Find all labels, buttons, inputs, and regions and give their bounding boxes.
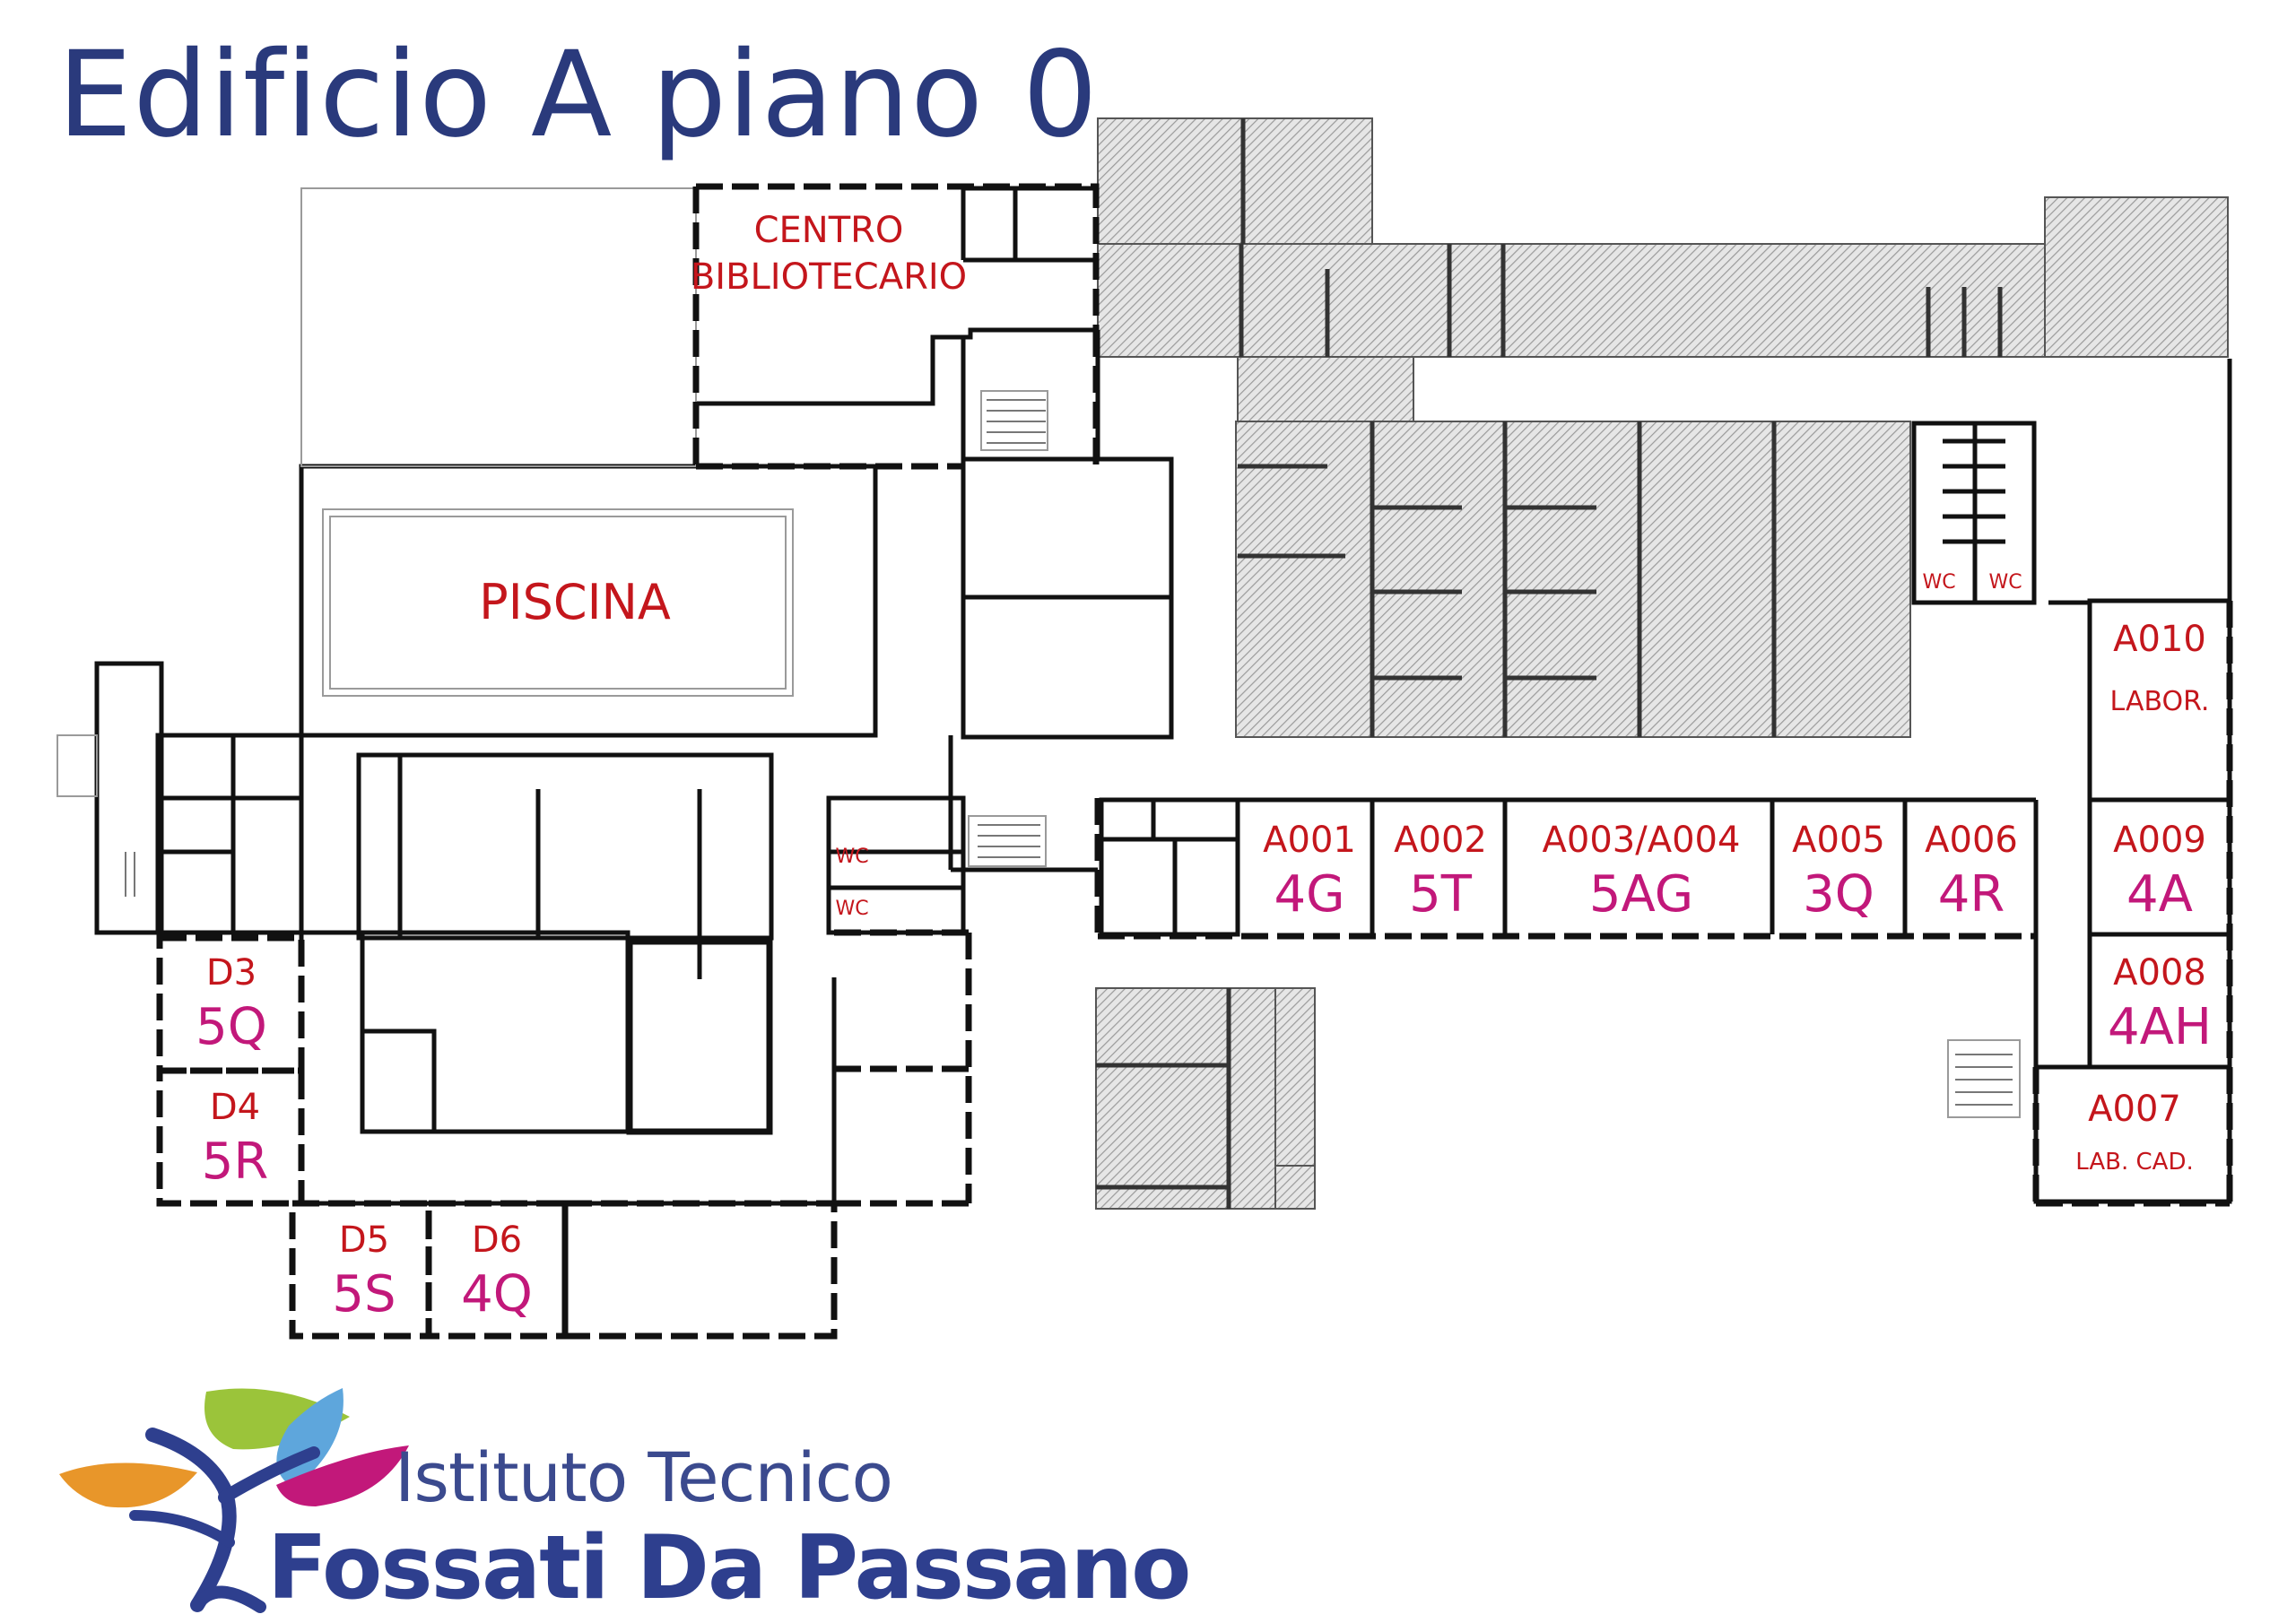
room-labels: CENTRO BIBLIOTECARIO PISCINA WC WC WC WC…	[196, 210, 2212, 1324]
hatched-block-east	[2044, 196, 2229, 358]
hatched-block-corridor	[1097, 243, 2229, 358]
class-label-4r: 4R	[1938, 865, 2005, 924]
tree-leaves-logo-icon	[59, 1388, 409, 1613]
hatched-block-link	[1237, 356, 1414, 422]
room-code-d4: D4	[210, 1087, 260, 1128]
room-note-a007: LAB. CAD.	[2075, 1149, 2193, 1176]
thin-outlines	[57, 187, 2021, 1118]
room-code-a009: A009	[2113, 820, 2206, 861]
class-label-5r: 5R	[202, 1133, 269, 1191]
room-note-a010: LABOR.	[2110, 686, 2210, 717]
dashed-walls	[156, 183, 2233, 1340]
room-code-a005: A005	[1792, 820, 1885, 861]
room-code-d3: D3	[206, 952, 257, 994]
wc-label: WC	[1988, 571, 2022, 594]
wc-label: WC	[835, 898, 868, 920]
class-label-4g: 4G	[1274, 865, 1344, 924]
hatched-block-labs	[1235, 421, 1911, 738]
class-label-5ag: 5AG	[1589, 865, 1693, 924]
hatched-inner-walls	[1096, 118, 2003, 1209]
room-code-a001: A001	[1263, 820, 1356, 861]
class-label-3q: 3Q	[1803, 865, 1874, 924]
library-label-line1: CENTRO	[754, 210, 904, 251]
open-courtyard	[300, 187, 697, 467]
class-label-4a: 4A	[2126, 865, 2193, 924]
library-label-line2: BIBLIOTECARIO	[691, 256, 967, 298]
room-code-a006: A006	[1925, 820, 2018, 861]
class-label-5t: 5T	[1409, 865, 1473, 924]
class-label-4q: 4Q	[461, 1265, 533, 1324]
room-code-d6: D6	[472, 1219, 522, 1261]
class-label-5s: 5S	[332, 1265, 396, 1324]
pool-label: PISCINA	[479, 574, 671, 630]
page-title: Edificio A piano 0	[57, 26, 1099, 164]
hatched-areas	[1095, 117, 2229, 1210]
hatched-block-south-ext	[1274, 987, 1316, 1168]
room-code-a007: A007	[2088, 1089, 2181, 1130]
class-label-5q: 5Q	[196, 998, 267, 1056]
room-code-a002: A002	[1394, 820, 1487, 861]
room-code-d5: D5	[339, 1219, 389, 1261]
hatched-block-south	[1095, 987, 1276, 1210]
room-code-a010: A010	[2113, 619, 2206, 660]
logo-name: Fossati Da Passano	[267, 1517, 1191, 1619]
hatched-block-north	[1097, 117, 1373, 245]
wc-label: WC	[835, 846, 868, 868]
room-code-a003: A003/A004	[1543, 820, 1741, 861]
logo-subtitle: Istituto Tecnico	[395, 1437, 893, 1517]
stairs	[125, 399, 2013, 1106]
hatched-block-south-tail	[1274, 1165, 1316, 1210]
room-code-a008: A008	[2113, 952, 2206, 994]
class-label-4ah: 4AH	[2108, 998, 2212, 1056]
wc-label: WC	[1922, 571, 1955, 594]
